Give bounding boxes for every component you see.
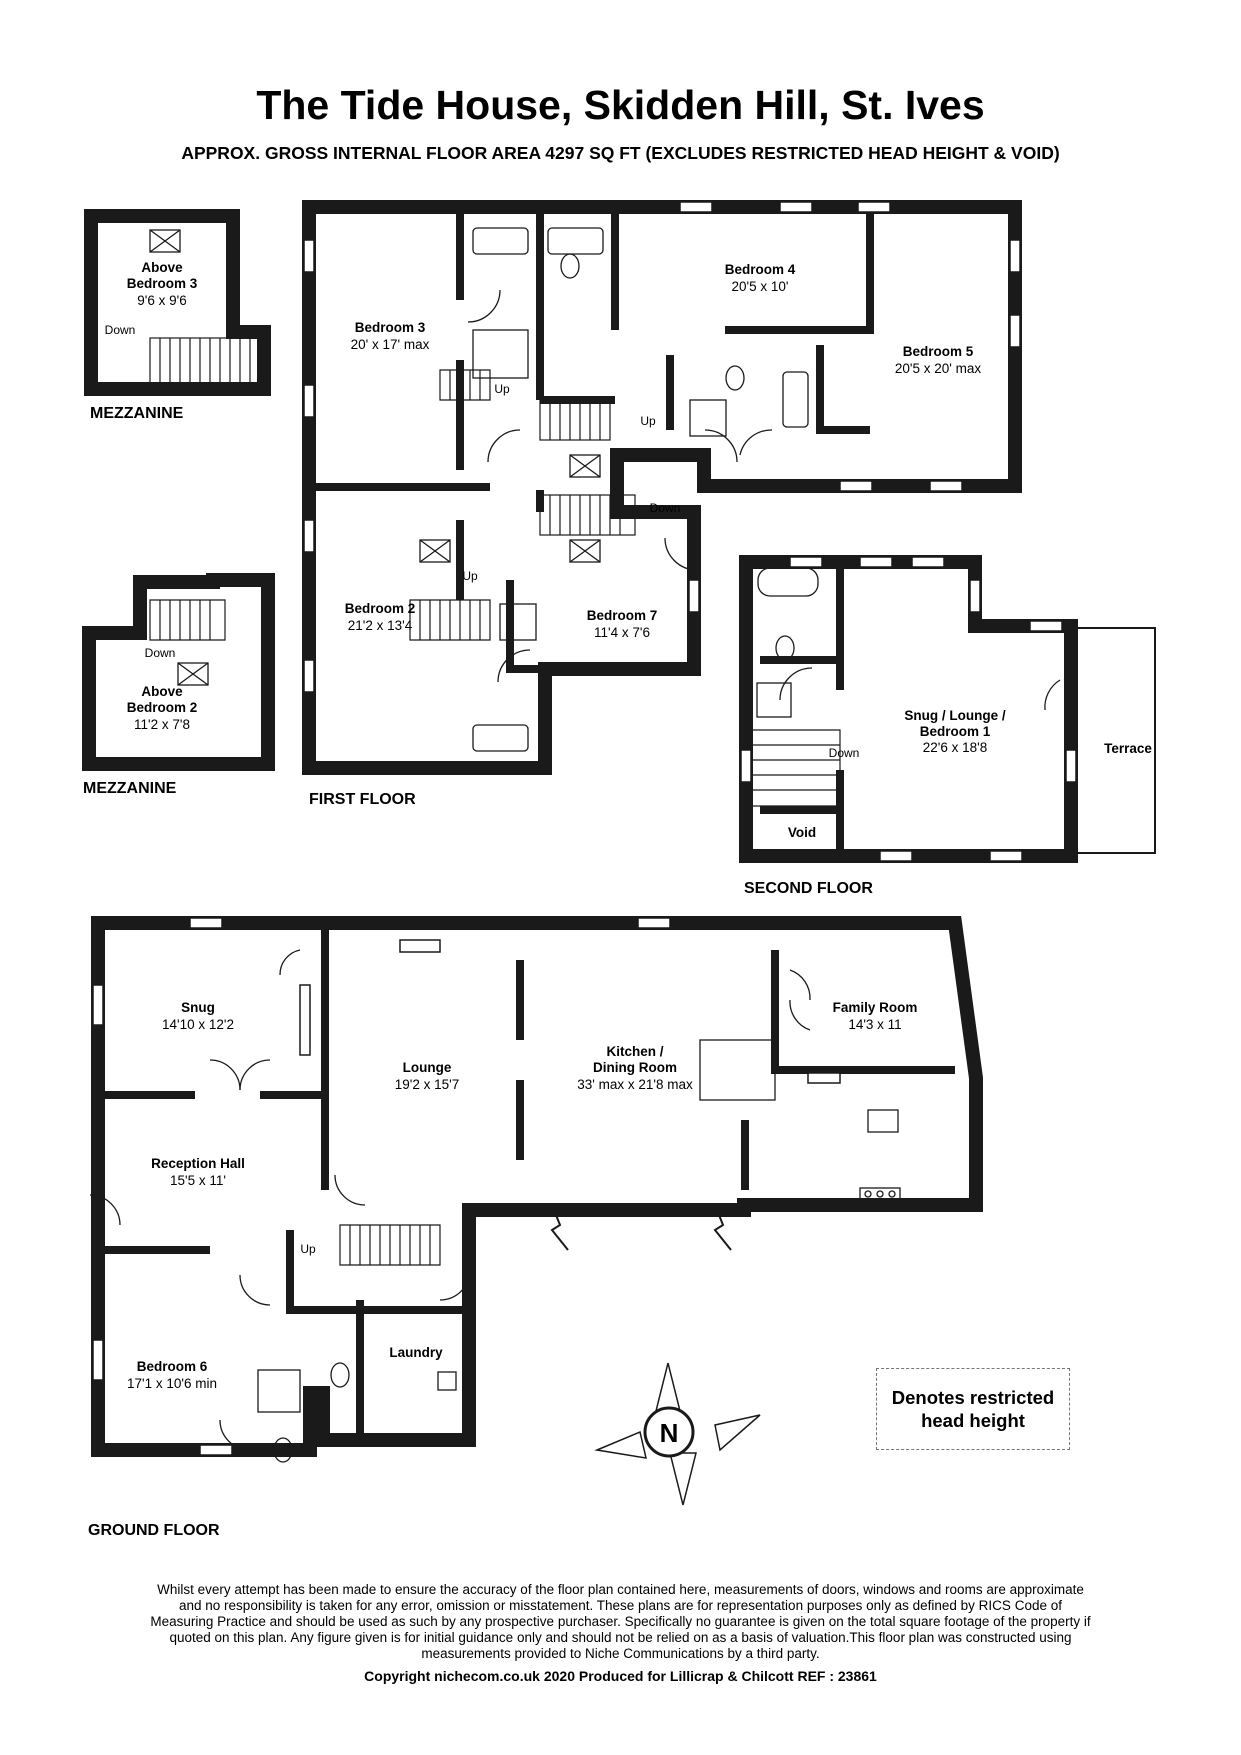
reception-hall-label: Reception Hall	[151, 1156, 245, 1171]
terrace-label: Terrace	[1104, 741, 1152, 756]
staircase-bed3	[439, 369, 491, 401]
staircase-second	[751, 729, 841, 807]
ground-floor-walls	[91, 916, 983, 1457]
staircase-bed2	[409, 599, 491, 641]
above-bedroom3-label-2: Bedroom 3	[127, 276, 198, 291]
above-bedroom3-size: 9'6 x 9'6	[137, 293, 186, 308]
snug-lounge-size: 22'6 x 18'8	[923, 740, 987, 755]
page-title: The Tide House, Skidden Hill, St. Ives	[256, 82, 985, 128]
compass-icon: N	[594, 1362, 761, 1506]
stair-label-up-bed3: Up	[494, 382, 510, 396]
bedroom4-size: 20'5 x 10'	[732, 279, 789, 294]
void-label: Void	[788, 825, 816, 840]
staircase-first-down	[539, 494, 636, 536]
above-bedroom3-label-1: Above	[141, 260, 183, 275]
snug-size: 14'10 x 12'2	[162, 1017, 234, 1032]
above-bedroom2-label-2: Bedroom 2	[127, 700, 198, 715]
staircase-first-hall	[539, 399, 611, 441]
restricted-head-height-legend: Denotes restricted head height	[876, 1368, 1070, 1450]
kitchen-size: 33' max x 21'8 max	[577, 1077, 693, 1092]
terrace-outline	[1074, 627, 1156, 854]
staircase-ground	[339, 1224, 441, 1266]
stair-label-down-first: Down	[650, 501, 681, 515]
mezzanine-top-walls	[84, 209, 271, 396]
lounge-label: Lounge	[403, 1060, 452, 1075]
kitchen-label-1: Kitchen /	[606, 1044, 663, 1059]
bedroom7-size: 11'4 x 7'6	[594, 625, 650, 640]
stair-label-down-mezz2: Down	[145, 646, 176, 660]
bedroom2-label: Bedroom 2	[345, 601, 416, 616]
family-room-size: 14'3 x 11	[848, 1017, 901, 1032]
family-room-label: Family Room	[833, 1000, 918, 1015]
laundry-label: Laundry	[389, 1345, 443, 1360]
bedroom2-size: 21'2 x 13'4	[348, 618, 413, 633]
reception-hall-size: 15'5 x 11'	[170, 1173, 226, 1188]
stair-label-up-hall: Up	[640, 414, 656, 428]
lounge-size: 19'2 x 15'7	[395, 1077, 459, 1092]
copyright-text: Copyright nichecom.co.uk 2020 Produced f…	[364, 1668, 877, 1684]
compass-north-letter: N	[660, 1418, 679, 1448]
mezzanine-top-caption: MEZZANINE	[90, 405, 184, 422]
bedroom5-label: Bedroom 5	[903, 344, 974, 359]
above-bedroom2-label-1: Above	[141, 684, 183, 699]
bedroom4-label: Bedroom 4	[725, 262, 796, 277]
bedroom6-label: Bedroom 6	[137, 1359, 208, 1374]
first-floor-walls	[302, 200, 1022, 775]
staircase-mezz-top	[149, 337, 261, 385]
bedroom3-size: 20' x 17' max	[351, 337, 430, 352]
ground-floor-caption: GROUND FLOOR	[88, 1522, 220, 1539]
bedroom6-size: 17'1 x 10'6 min	[127, 1376, 217, 1391]
mezzanine-bottom-walls	[82, 573, 275, 771]
second-floor-caption: SECOND FLOOR	[744, 880, 873, 897]
bedroom5-size: 20'5 x 20' max	[895, 361, 981, 376]
stair-label-up-bed2: Up	[462, 569, 478, 583]
snug-lounge-label-1: Snug / Lounge /	[904, 708, 1005, 723]
snug-lounge-label-2: Bedroom 1	[920, 724, 991, 739]
mezzanine-bottom-caption: MEZZANINE	[83, 780, 177, 797]
snug-label: Snug	[181, 1000, 215, 1015]
bedroom3-label: Bedroom 3	[355, 320, 426, 335]
kitchen-label-2: Dining Room	[593, 1060, 677, 1075]
above-bedroom2-size: 11'2 x 7'8	[134, 717, 190, 732]
stair-label-down-mezz3: Down	[105, 323, 136, 337]
floor-area-subtitle: APPROX. GROSS INTERNAL FLOOR AREA 4297 S…	[181, 143, 1060, 163]
disclaimer-text: Whilst every attempt has been made to en…	[150, 1582, 1091, 1661]
second-floor-walls	[739, 555, 1078, 863]
stair-label-down-second: Down	[829, 746, 860, 760]
staircase-mezz-bottom	[149, 599, 226, 641]
bedroom7-label: Bedroom 7	[587, 608, 658, 623]
stair-label-up-ground: Up	[300, 1242, 316, 1256]
first-floor-caption: FIRST FLOOR	[309, 791, 416, 808]
